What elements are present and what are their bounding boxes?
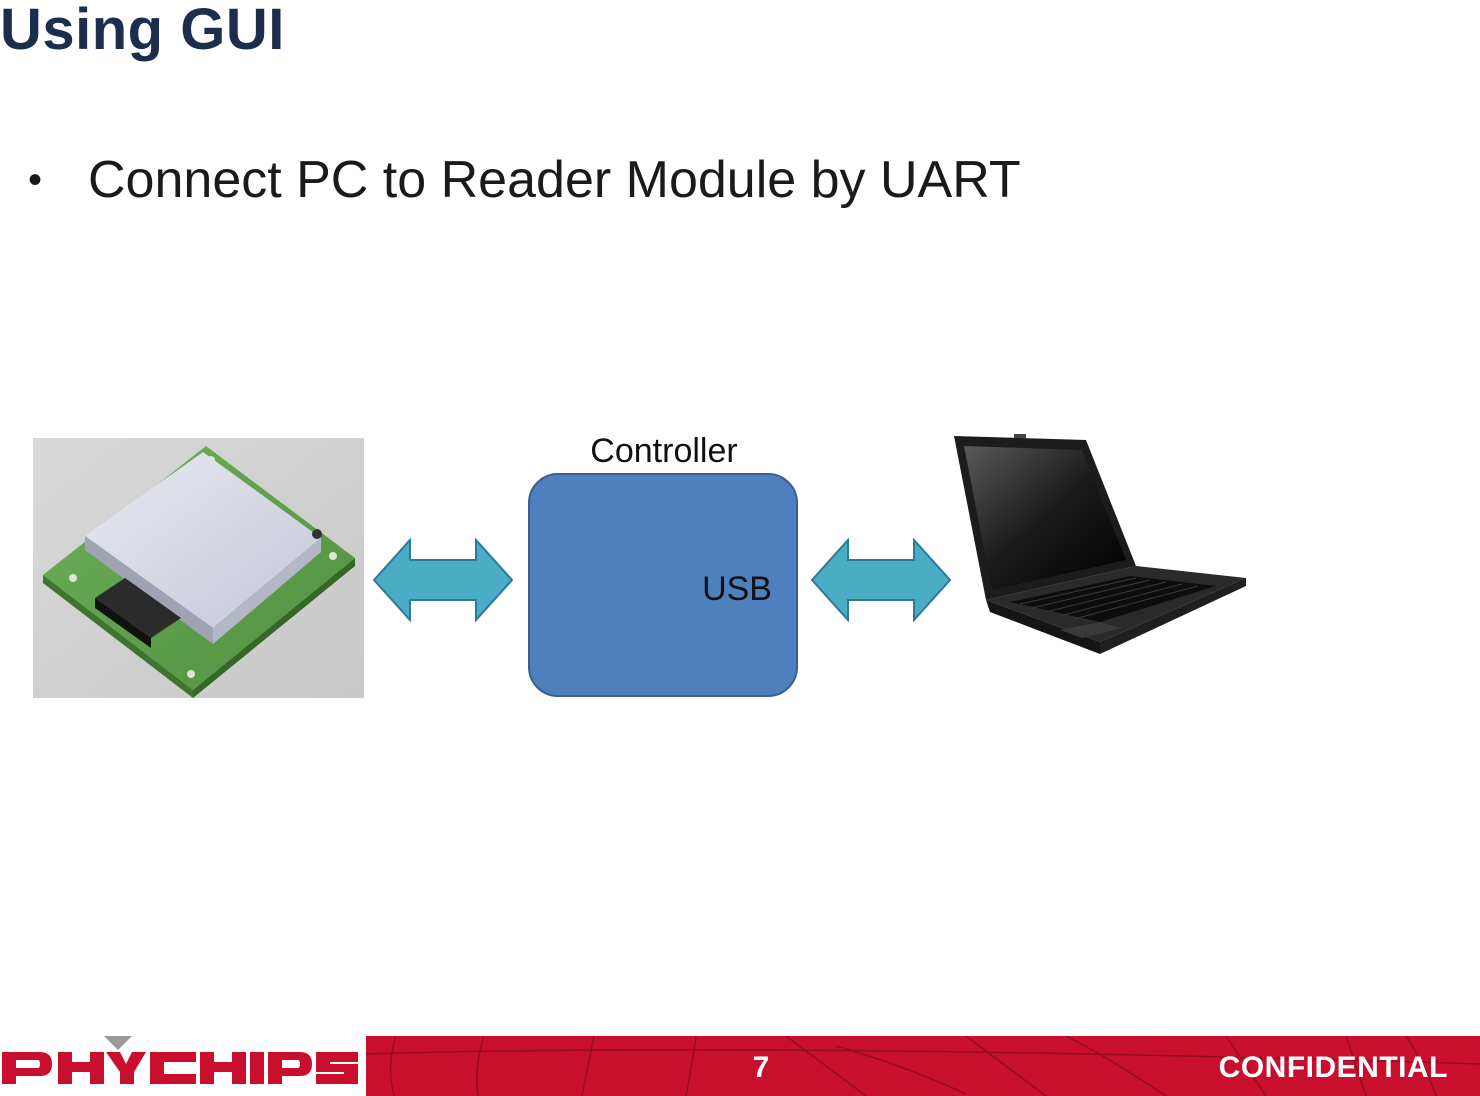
bullet-list: • Connect PC to Reader Module by UART: [28, 148, 1021, 212]
controller-label: Controller: [590, 432, 738, 470]
usb-label: USB: [702, 570, 772, 608]
laptop-image: [954, 434, 1246, 654]
footer: 7 CONFIDENTIAL: [0, 1034, 1480, 1096]
bidirectional-arrow-right: [810, 538, 952, 622]
bullet-text: Connect PC to Reader Module by UART: [88, 151, 1021, 209]
controller-box: USB: [528, 473, 798, 697]
page-number: 7: [752, 1051, 770, 1084]
bullet-icon: •: [28, 158, 43, 202]
bidirectional-arrow-left: [372, 538, 514, 622]
bullet-item: • Connect PC to Reader Module by UART: [28, 148, 1021, 212]
slide-title: Using GUI: [0, 0, 285, 62]
decorative-grid-lines: [366, 1036, 1480, 1096]
reader-module-image: [33, 438, 364, 698]
phychips-logo: [2, 1036, 358, 1084]
confidential-label: CONFIDENTIAL: [1218, 1051, 1448, 1084]
footer-band: 7 CONFIDENTIAL: [366, 1036, 1480, 1096]
